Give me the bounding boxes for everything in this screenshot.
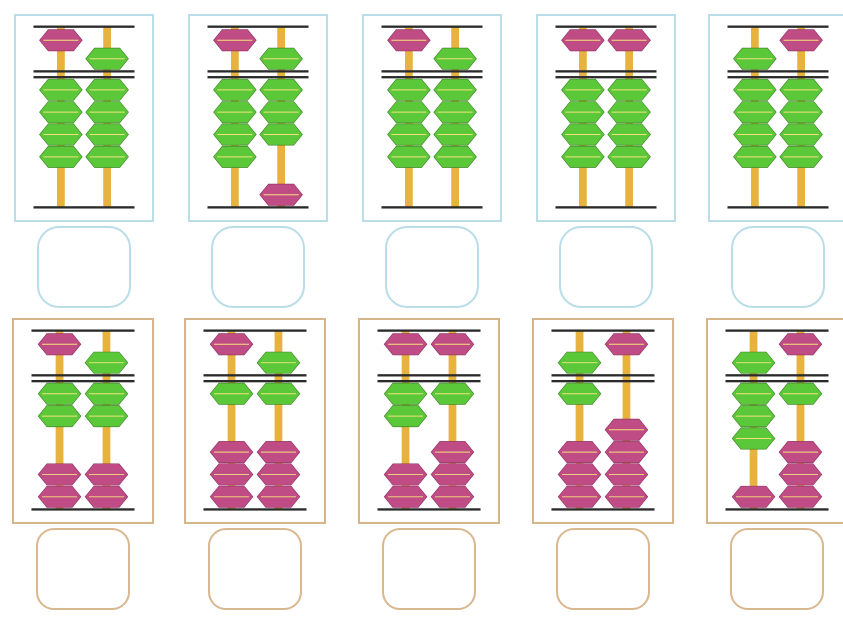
abacus-top-bar [31, 329, 135, 332]
abacus-bottom-bar [551, 508, 655, 511]
answer-box[interactable] [211, 226, 305, 308]
abacus-bottom-bar [31, 508, 135, 511]
abacus-rod [796, 330, 805, 510]
abacus-beam [381, 70, 483, 73]
abacus-top-bar [33, 25, 135, 28]
abacus-beam [551, 379, 655, 383]
abacus-frame [706, 318, 843, 524]
abacus-beam [725, 379, 829, 383]
abacus-beam [377, 374, 481, 377]
abacus-bottom-bar [725, 508, 829, 511]
abacus-beam [33, 70, 135, 73]
abacus-beam [31, 379, 135, 383]
abacus-beam [207, 70, 309, 73]
abacus-beam [551, 374, 655, 377]
abacus-bottom-bar [207, 206, 309, 209]
abacus-frame [12, 318, 154, 524]
abacus-frame [184, 318, 326, 524]
abacus-beam [555, 70, 657, 73]
abacus [727, 25, 829, 209]
answer-box[interactable] [556, 528, 650, 610]
abacus-top-bar [725, 329, 829, 332]
abacus [381, 25, 483, 209]
abacus-beam [725, 374, 829, 377]
abacus-beam [203, 379, 307, 383]
abacus-bottom-bar [33, 206, 135, 209]
abacus-beam [727, 70, 829, 73]
abacus [33, 25, 135, 209]
abacus-frame [14, 14, 154, 222]
abacus-top-bar [377, 329, 481, 332]
abacus-top-bar [207, 25, 309, 28]
abacus [377, 329, 481, 511]
answer-box[interactable] [36, 528, 130, 610]
abacus-top-bar [551, 329, 655, 332]
abacus-rod [575, 330, 584, 510]
abacus [725, 329, 829, 511]
abacus-rod [274, 330, 283, 510]
answer-box[interactable] [37, 226, 131, 308]
abacus-rod [448, 330, 457, 510]
abacus [207, 25, 309, 209]
abacus-bottom-bar [727, 206, 829, 209]
abacus-beam [207, 76, 309, 79]
answer-box[interactable] [559, 226, 653, 308]
abacus-frame [532, 318, 674, 524]
abacus-rod [227, 330, 236, 510]
abacus-beam [377, 379, 481, 383]
abacus-frame [536, 14, 676, 222]
abacus-top-bar [555, 25, 657, 28]
abacus-beam [33, 76, 135, 79]
abacus-frame [358, 318, 500, 524]
answer-box[interactable] [382, 528, 476, 610]
abacus-bottom-bar [377, 508, 481, 511]
abacus-beam [31, 374, 135, 377]
abacus-frame [362, 14, 502, 222]
abacus-top-bar [727, 25, 829, 28]
abacus-top-bar [381, 25, 483, 28]
abacus-top-bar [203, 329, 307, 332]
abacus-frame [708, 14, 843, 222]
abacus-beam [555, 76, 657, 79]
abacus [551, 329, 655, 511]
abacus [31, 329, 135, 511]
abacus [555, 25, 657, 209]
abacus-beam [381, 76, 483, 79]
abacus-bottom-bar [381, 206, 483, 209]
abacus-bottom-bar [555, 206, 657, 209]
answer-box[interactable] [730, 528, 824, 610]
answer-box[interactable] [731, 226, 825, 308]
abacus-beam [203, 374, 307, 377]
abacus [203, 329, 307, 511]
answer-box[interactable] [385, 226, 479, 308]
abacus-frame [188, 14, 328, 222]
answer-box[interactable] [208, 528, 302, 610]
abacus-bottom-bar [203, 508, 307, 511]
abacus-beam [727, 76, 829, 79]
